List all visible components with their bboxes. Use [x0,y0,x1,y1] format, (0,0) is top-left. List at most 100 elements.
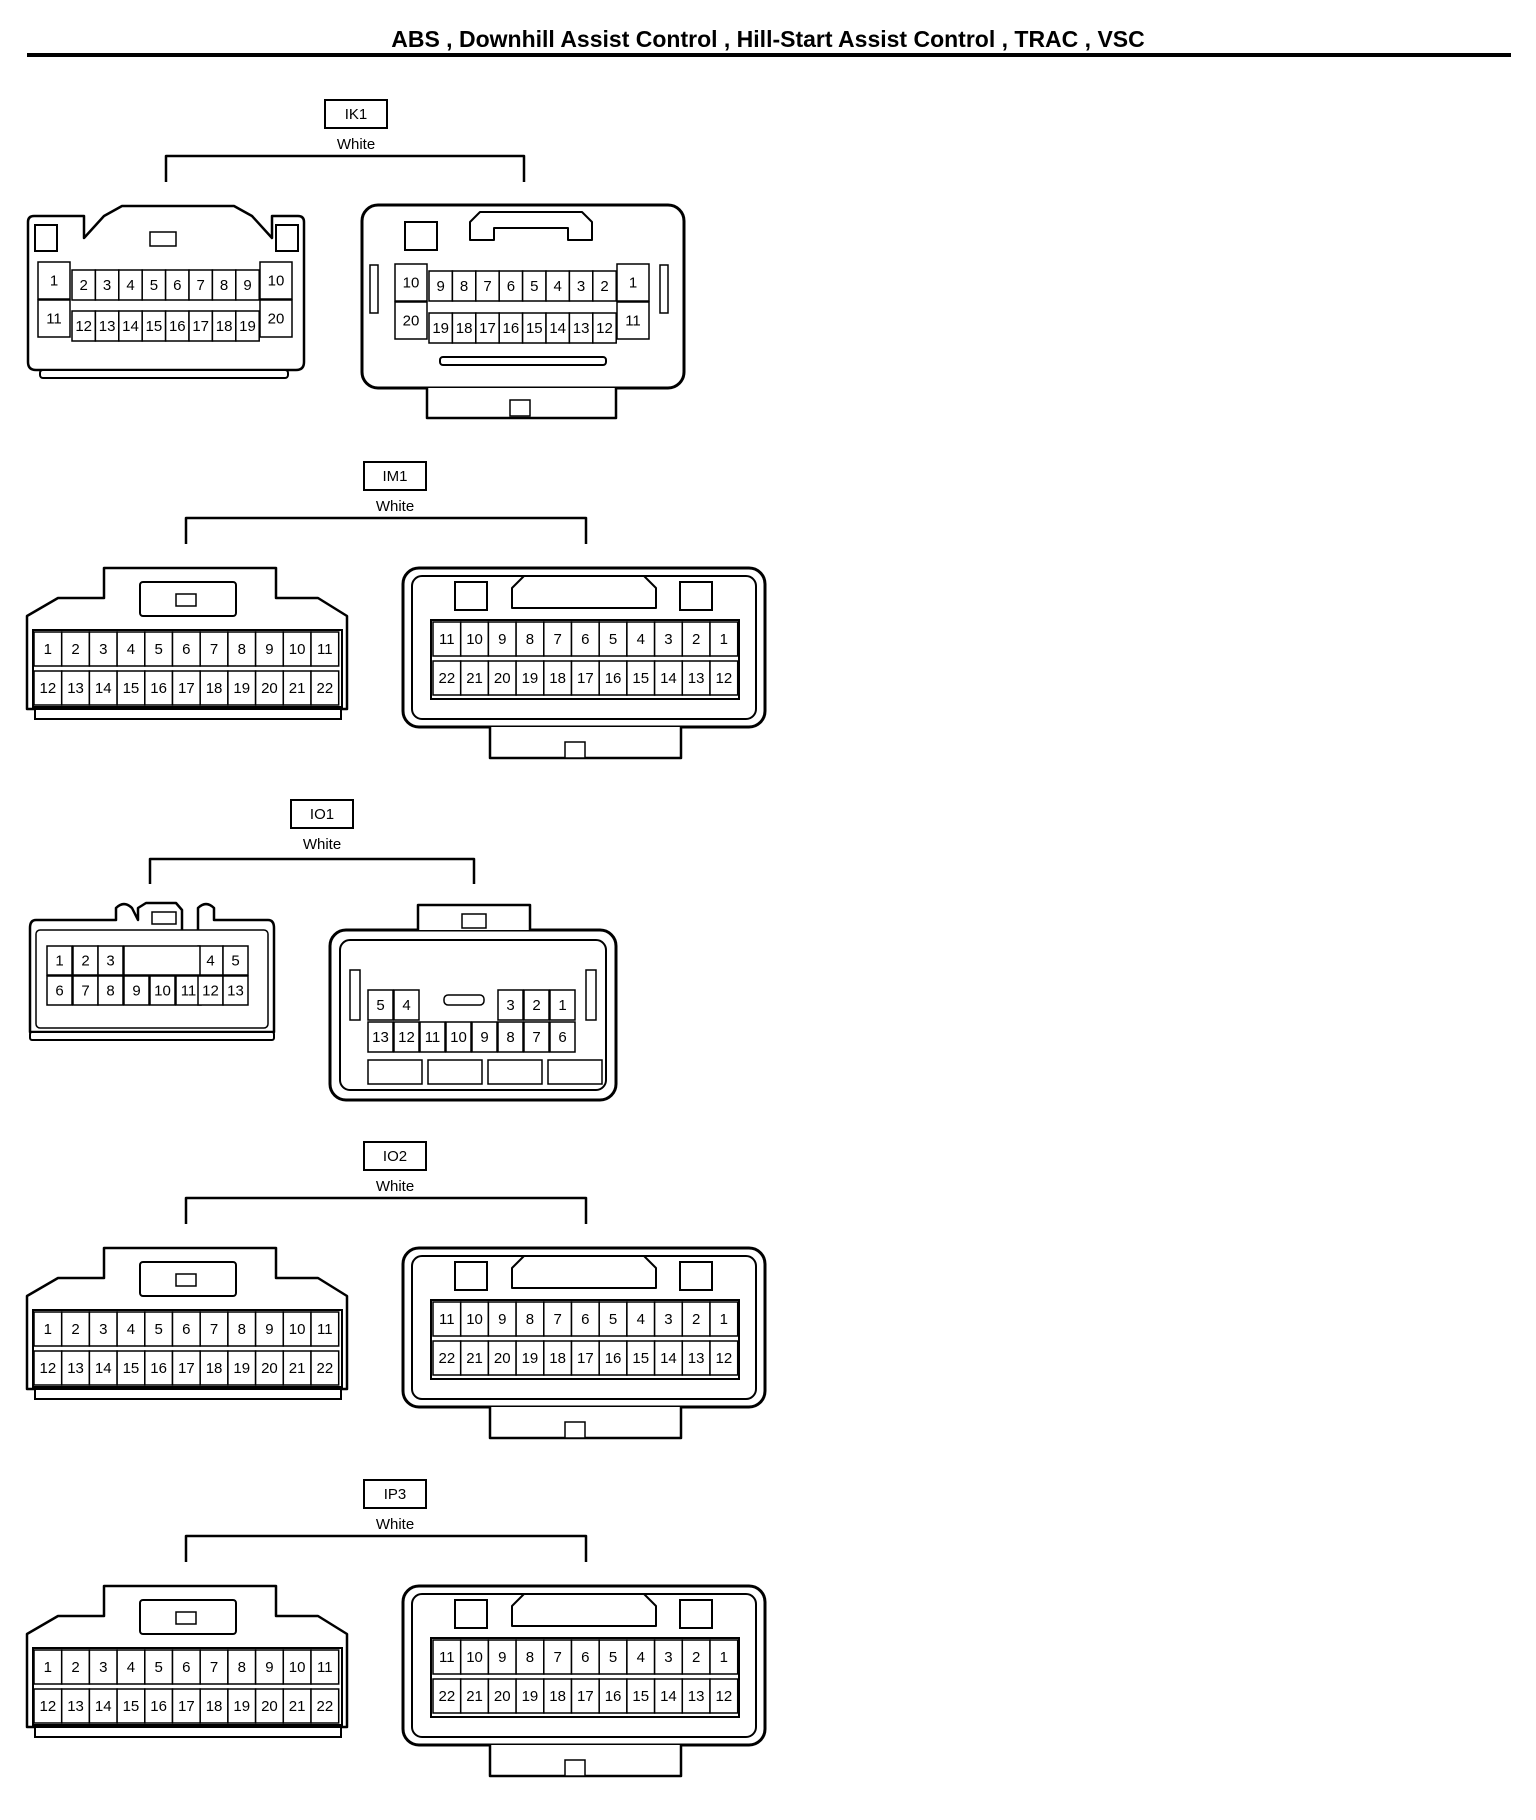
pin: 12 [709,1678,739,1714]
pin-cavity [259,299,293,338]
pin-number: 12 [398,1029,415,1046]
pin-number: 6 [55,982,63,999]
pin: 15 [626,1678,656,1714]
pin-number: 12 [716,1350,733,1367]
pin-number: 18 [216,318,233,335]
pin-cavity [171,1649,201,1685]
pin-number: 13 [372,1029,389,1046]
pin-number: 1 [720,1649,728,1666]
pin-number: 7 [210,641,218,658]
pin: 11 [310,631,340,667]
pin-number: 1 [44,641,52,658]
pin-number: 9 [498,1311,506,1328]
pin-number: 14 [95,680,112,697]
pin-cavity [72,975,99,1006]
pin-number: 9 [265,1321,273,1338]
pin: 3 [94,269,120,301]
pin: 14 [653,1340,684,1376]
pin-number: 1 [720,631,728,648]
pin: 4 [545,270,571,302]
pin-number: 12 [40,1360,57,1377]
pin: 14 [653,660,684,696]
pin-number: 11 [439,1311,455,1328]
pin-number: 7 [197,277,205,294]
pin-number: 5 [154,641,162,658]
pin: 2 [681,1639,711,1675]
pin: 18 [199,1350,229,1386]
pin-number: 22 [317,1698,334,1715]
pin: 6 [498,270,524,302]
pin: 14 [88,1350,118,1386]
pin-number: 9 [498,1649,506,1666]
pin-number: 6 [507,278,515,295]
pin-number: 14 [660,670,677,687]
connector-id-box [363,461,427,491]
pin-number: 22 [439,1350,456,1367]
pin-cavity [459,660,490,696]
pin: 9 [487,1301,517,1337]
pin-cavity [626,1678,656,1714]
pin-cavity [254,670,285,706]
pin: 22 [432,1678,462,1714]
pin: 20 [254,670,285,706]
pin: 13 [568,312,594,344]
pin: 16 [598,1678,628,1714]
pin: 5 [598,621,628,657]
pin: 21 [282,1688,312,1724]
pin-number: 19 [239,318,256,335]
pin-number: 8 [106,982,114,999]
pin-number: 7 [210,1321,218,1338]
pin: 22 [310,1350,340,1386]
pin-cavity [254,1311,285,1347]
pin-cavity [543,660,573,696]
pin: 8 [515,621,545,657]
pin-number: 10 [466,631,483,648]
pin-cavity [515,1639,545,1675]
pin: 8 [211,269,237,301]
pin-cavity [144,670,174,706]
pin: 7 [199,631,229,667]
connector-bracket [184,516,588,544]
pin-number: 8 [220,277,228,294]
pin: 21 [282,1350,312,1386]
pin-cavity [459,1301,490,1337]
pin: 7 [199,1311,229,1347]
pin: 10 [282,1311,312,1347]
key-slot [454,1261,488,1291]
connector-id-box [363,1479,427,1509]
pin: 5 [521,270,547,302]
pin-number: 12 [75,318,92,335]
connector-id: IO1 [310,806,334,823]
pin-cavity [543,1340,573,1376]
pin-cavity [171,631,201,667]
pin: 5 [367,989,394,1021]
pin: 12 [592,312,617,344]
pin: 3 [653,1639,684,1675]
connector-bracket [164,154,526,182]
pin-number: 20 [494,670,511,687]
pin: 13 [60,1688,91,1724]
pin-number: 12 [40,680,57,697]
pin: 2 [60,631,91,667]
pin-cavity [598,660,628,696]
pin-cavity [616,263,650,302]
pin-number: 1 [55,952,63,969]
pin-cavity [254,1649,285,1685]
pin: 6 [570,621,600,657]
pin: 8 [497,1021,524,1053]
pin-number: 15 [123,1360,140,1377]
connector-id: IK1 [345,106,368,123]
pin: 15 [141,310,167,342]
pin: 1 [33,1649,63,1685]
pin: 20 [394,301,428,340]
pin-number: 17 [192,318,209,335]
pin-cavity [116,1350,146,1386]
lock-tab [151,911,177,925]
pin-number: 14 [122,318,139,335]
pin-cavity [394,263,428,302]
pin: 17 [171,670,201,706]
